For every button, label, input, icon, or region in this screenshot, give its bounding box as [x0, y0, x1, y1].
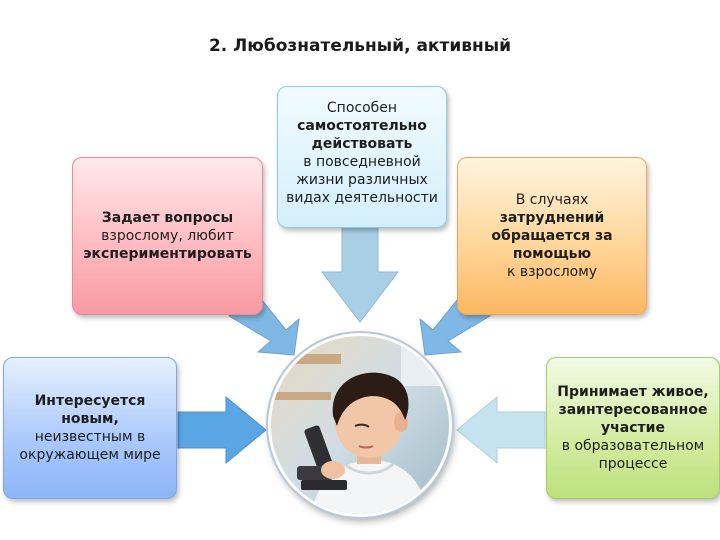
- box-takes-part: Принимает живое, заинтересованное участи…: [546, 357, 720, 499]
- box-green-normal: в образовательном процессе: [561, 438, 705, 472]
- box-red-normal: взрослому, любит: [101, 228, 234, 244]
- box-blue-normal: неизвестным в окружающем мире: [19, 429, 161, 463]
- box-orange-normal1: В случаях: [515, 192, 589, 208]
- box-red-bold2: экспериментировать: [83, 246, 252, 262]
- box-center-normal1: Способен: [326, 100, 398, 116]
- box-center-normal2: в повседневной жизни различных видах дея…: [286, 154, 438, 206]
- arrow-down-center: [320, 227, 400, 323]
- box-green-bold: Принимает живое, заинтересованное участи…: [557, 384, 709, 436]
- boy-microscope-illustration: [271, 336, 449, 514]
- slide-title: 2. Любознательный, активный: [208, 36, 512, 56]
- box-blue-bold: Интересуется новым,: [34, 393, 146, 427]
- arrow-right-left-side: [177, 395, 267, 465]
- box-asks-questions: Задает вопросы взрослому, любит эксперим…: [72, 157, 263, 315]
- box-orange-normal2: к взрослому: [506, 264, 598, 280]
- arrow-left-right-side: [456, 395, 546, 465]
- box-asks-help: В случаях затруднений обращается за помо…: [457, 157, 647, 315]
- box-orange-bold: затруднений обращается за помощью: [491, 210, 613, 262]
- box-interested-new: Интересуется новым, неизвестным в окружа…: [3, 357, 177, 499]
- box-center-bold: самостоятельно действовать: [297, 118, 427, 152]
- boy-microscope-photo: [268, 333, 452, 517]
- box-red-bold: Задает вопросы: [101, 210, 234, 226]
- box-acts-independently: Способен самостоятельно действовать в по…: [277, 86, 447, 228]
